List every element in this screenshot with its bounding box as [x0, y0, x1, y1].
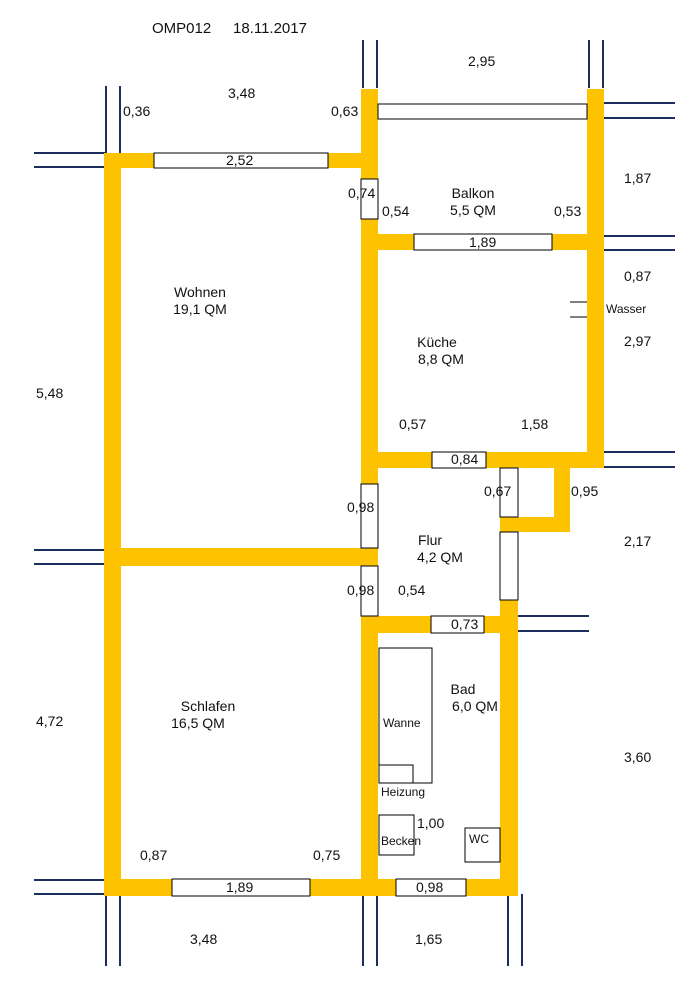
dim-door-balkon: 0,74	[348, 185, 375, 201]
dim-window-kueche: 1,89	[469, 234, 496, 250]
dim-left-upper: 5,48	[36, 385, 63, 401]
dim-bottom-left: 3,48	[190, 931, 217, 947]
window-bad	[395, 878, 467, 897]
dim-right-bad: 3,60	[624, 749, 651, 765]
dim-top-left: 3,48	[228, 85, 255, 101]
dim-flur-door-upper: 0,98	[347, 499, 374, 515]
plan-date: 18.11.2017	[233, 20, 307, 37]
dim-balkon-right: 0,53	[554, 203, 581, 219]
dim-window-bad: 0,98	[416, 879, 443, 895]
room-name-balkon: Balkon	[452, 185, 495, 201]
fixtures	[378, 301, 587, 863]
dim-balkon-left: 0,54	[382, 203, 409, 219]
door-flur-right	[499, 531, 519, 601]
dim-right-flur: 2,17	[624, 533, 651, 549]
room-name-bad: Bad	[451, 681, 476, 697]
dim-right-stub: 0,95	[571, 483, 598, 499]
label-becken: Becken	[381, 834, 421, 848]
dim-flur-door-lower: 0,98	[347, 582, 374, 598]
dim-bottom-right: 1,65	[415, 931, 442, 947]
dim-right-balkon: 1,87	[624, 170, 651, 186]
walls	[104, 89, 604, 896]
room-name-schlafen: Schlafen	[181, 698, 235, 714]
dim-kueche-left: 0,57	[399, 416, 426, 432]
label-heizung: Heizung	[381, 785, 425, 799]
door-flur-upper	[360, 483, 379, 549]
plan-code: OMP012	[152, 20, 211, 37]
door-bad	[430, 615, 485, 634]
label-wanne: Wanne	[383, 716, 421, 730]
door-balkon	[360, 178, 379, 220]
windows	[153, 103, 588, 897]
room-name-kueche: Küche	[417, 334, 457, 350]
dim-left-corner: 0,36	[123, 103, 150, 119]
wc-outline	[464, 827, 501, 863]
heater-outline	[378, 764, 414, 784]
window-balkon	[377, 103, 588, 120]
window-top-left	[153, 152, 329, 169]
dim-schlafen-right: 0,75	[313, 847, 340, 863]
room-area-balkon: 5,5 QM	[450, 202, 496, 218]
room-area-schlafen: 16,5 QM	[171, 715, 225, 731]
door-stub	[499, 467, 519, 518]
label-wasser: Wasser	[606, 302, 646, 316]
room-area-kueche: 8,8 QM	[418, 351, 464, 367]
door-kueche	[431, 451, 487, 469]
dim-becken: 1,00	[417, 815, 444, 831]
label-wc: WC	[469, 832, 489, 846]
dim-top-mid: 0,63	[331, 103, 358, 119]
dim-flur-right: 0,54	[398, 582, 425, 598]
dim-kueche-right: 1,58	[521, 416, 548, 432]
room-area-bad: 6,0 QM	[452, 698, 498, 714]
grid-rails	[34, 40, 675, 966]
room-area-flur: 4,2 QM	[417, 549, 463, 565]
dim-door-kueche: 0,84	[451, 451, 478, 467]
dim-window-schlafen: 1,89	[226, 879, 253, 895]
dim-top-right: 2,95	[468, 53, 495, 69]
room-name-wohnen: Wohnen	[174, 284, 226, 300]
door-flur-lower	[360, 565, 379, 617]
dim-schlafen-left: 0,87	[140, 847, 167, 863]
dim-left-lower: 4,72	[36, 713, 63, 729]
window-kueche	[413, 233, 553, 251]
room-name-flur: Flur	[418, 532, 442, 548]
dim-window-top-left: 2,52	[226, 152, 253, 168]
sink-outline	[378, 814, 415, 856]
dim-right-upper: 0,87	[624, 268, 651, 284]
room-area-wohnen: 19,1 QM	[173, 301, 227, 317]
window-schlafen	[171, 878, 311, 897]
dim-door-bad: 0,73	[451, 616, 478, 632]
dim-stub: 0,67	[484, 483, 511, 499]
dim-right-kueche: 2,97	[624, 333, 651, 349]
